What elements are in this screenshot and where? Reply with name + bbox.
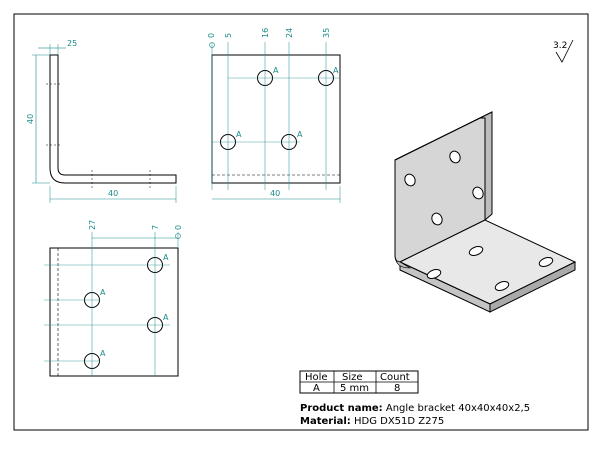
- material-value: HDG DX51D Z275: [354, 416, 444, 427]
- table-cell-hole: A: [313, 383, 320, 394]
- bottom-dim-7: 7: [151, 225, 160, 230]
- front-dim-16: 16: [261, 28, 270, 38]
- front-hole-label: A: [333, 66, 339, 75]
- table-cell-size: 5 mm: [340, 383, 369, 394]
- hole-table: Hole Size Count A 5 mm 8: [299, 370, 419, 394]
- product-info: Product name: Angle bracket 40x40x40x2,5: [300, 403, 530, 414]
- table-header-count: Count: [380, 372, 410, 383]
- side-width-dim: 40: [108, 189, 118, 198]
- sheet-frame: [13, 13, 589, 431]
- front-hole-label: A: [236, 130, 242, 139]
- bottom-hole-label: A: [163, 253, 169, 262]
- front-dim-5: 5: [224, 33, 233, 38]
- isometric-bracket-view: [394, 111, 577, 313]
- front-dim-0: 0: [207, 33, 216, 38]
- bottom-dim-0: 0: [174, 225, 183, 230]
- surface-finish-symbol: 3.2: [553, 39, 574, 63]
- product-value: Angle bracket 40x40x40x2,5: [386, 403, 530, 414]
- table-cell-count: 8: [394, 383, 400, 394]
- front-dim-24: 24: [285, 28, 294, 38]
- side-view: 25 40 40: [26, 39, 177, 203]
- front-width-dim: 40: [270, 189, 280, 198]
- material-label: Material:: [300, 416, 351, 427]
- bottom-view: A A A A 27 7 0: [44, 220, 183, 377]
- product-label: Product name:: [300, 403, 383, 414]
- front-dim-35: 35: [322, 28, 331, 38]
- table-header-size: Size: [342, 372, 363, 383]
- front-hole-label: A: [273, 66, 279, 75]
- side-top-dim: 25: [67, 39, 77, 48]
- front-hole-label: A: [297, 130, 303, 139]
- bottom-hole-label: A: [100, 288, 106, 297]
- front-view: A A A A 0 5 16 24 35 40: [207, 28, 341, 203]
- table-header-hole: Hole: [305, 372, 328, 383]
- bottom-hole-label: A: [163, 313, 169, 322]
- bottom-dim-27: 27: [88, 220, 97, 230]
- material-info: Material: HDG DX51D Z275: [300, 416, 444, 427]
- surface-finish-value: 3.2: [553, 41, 567, 51]
- bottom-hole-label: A: [100, 349, 106, 358]
- side-height-dim: 40: [26, 114, 35, 124]
